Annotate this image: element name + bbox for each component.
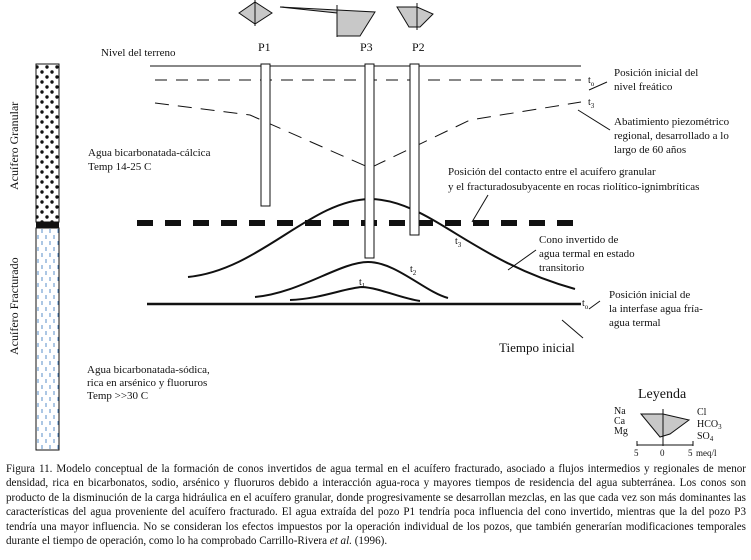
t0-interface-label: to xyxy=(582,298,589,311)
legend-scale-0: 0 xyxy=(660,448,665,458)
legend-ion-so4: SO4 xyxy=(697,431,714,443)
conceptual-diagram: P1 P3 P2 Nivel del terreno to t3 Acuífer… xyxy=(7,0,732,458)
leader-drawdown xyxy=(577,109,611,131)
leader-interface xyxy=(588,300,601,310)
interface-annotation: Posición inicial de la interfase agua fr… xyxy=(609,289,706,329)
stiff-diagram-p2-icon xyxy=(396,3,434,30)
t3-cone-label: t3 xyxy=(455,236,462,249)
well-p3 xyxy=(364,63,375,259)
leader-cone xyxy=(507,249,537,271)
well-p1 xyxy=(260,63,271,207)
fractured-aquifer-column xyxy=(35,227,60,451)
cone-t3-curve xyxy=(187,197,576,290)
granular-aquifer-label: Acuífero Granular xyxy=(7,102,21,190)
leader-contact xyxy=(471,194,489,223)
stiff-diagram-p1-icon xyxy=(238,0,273,26)
well-label-p2: P2 xyxy=(412,40,425,54)
legend-left-ions: Na Ca Mg xyxy=(614,406,628,437)
well-label-p1: P1 xyxy=(258,40,271,54)
legend-stiff-icon xyxy=(639,413,691,438)
well-label-p3: P3 xyxy=(360,40,373,54)
initial-time-label: Tiempo inicial xyxy=(499,340,575,355)
fractured-aquifer-label: Acuífero Fracturado xyxy=(7,257,21,355)
legend-scale-unit: meq/l xyxy=(696,448,717,458)
t0-top-label: to xyxy=(588,75,595,88)
water-table-annotation: Posición inicial del nivel freático xyxy=(614,67,701,93)
ground-level-label: Nivel del terreno xyxy=(101,47,176,59)
sodic-water-text: Agua bicarbonatada-sódica, rica en arsén… xyxy=(87,364,213,402)
caption-etal: et al. xyxy=(329,535,352,548)
caption-main: Figura 11. Modelo conceptual de la forma… xyxy=(6,463,746,548)
t3-top-label: t3 xyxy=(588,97,595,110)
legend-ion-hco3: HCO3 xyxy=(697,419,722,431)
well-p2 xyxy=(409,63,420,236)
legend-scale-5-right: 5 xyxy=(688,448,693,458)
drawdown-annotation: Abatimiento piezométrico regional, desar… xyxy=(614,116,732,156)
cone-annotation: Cono invertido de agua termal en estado … xyxy=(539,234,637,274)
granular-aquifer-column xyxy=(35,63,60,223)
t1-cone-label: t1 xyxy=(359,277,366,290)
stiff-diagram-p3-icon xyxy=(279,5,376,37)
leader-water-table xyxy=(588,81,608,91)
cone-t1-curve xyxy=(289,285,421,302)
contact-band xyxy=(36,222,59,228)
caption-tail: (1996). xyxy=(351,535,388,548)
legend-title: Leyenda xyxy=(638,387,687,402)
contact-annotation: Posición del contacto entre el acuífero … xyxy=(448,166,699,193)
cone-t2-curve xyxy=(254,260,449,299)
regional-drawdown-line xyxy=(154,101,582,169)
legend-scale-5-left: 5 xyxy=(634,448,639,458)
t2-cone-label: t2 xyxy=(410,264,417,277)
leader-initial-time xyxy=(561,319,584,339)
figure-caption: Figura 11. Modelo conceptual de la forma… xyxy=(6,462,746,548)
legend-ion-cl: Cl xyxy=(697,407,707,418)
calcic-water-text: Agua bicarbonatada-cálcica Temp 14-25 C xyxy=(88,147,213,173)
